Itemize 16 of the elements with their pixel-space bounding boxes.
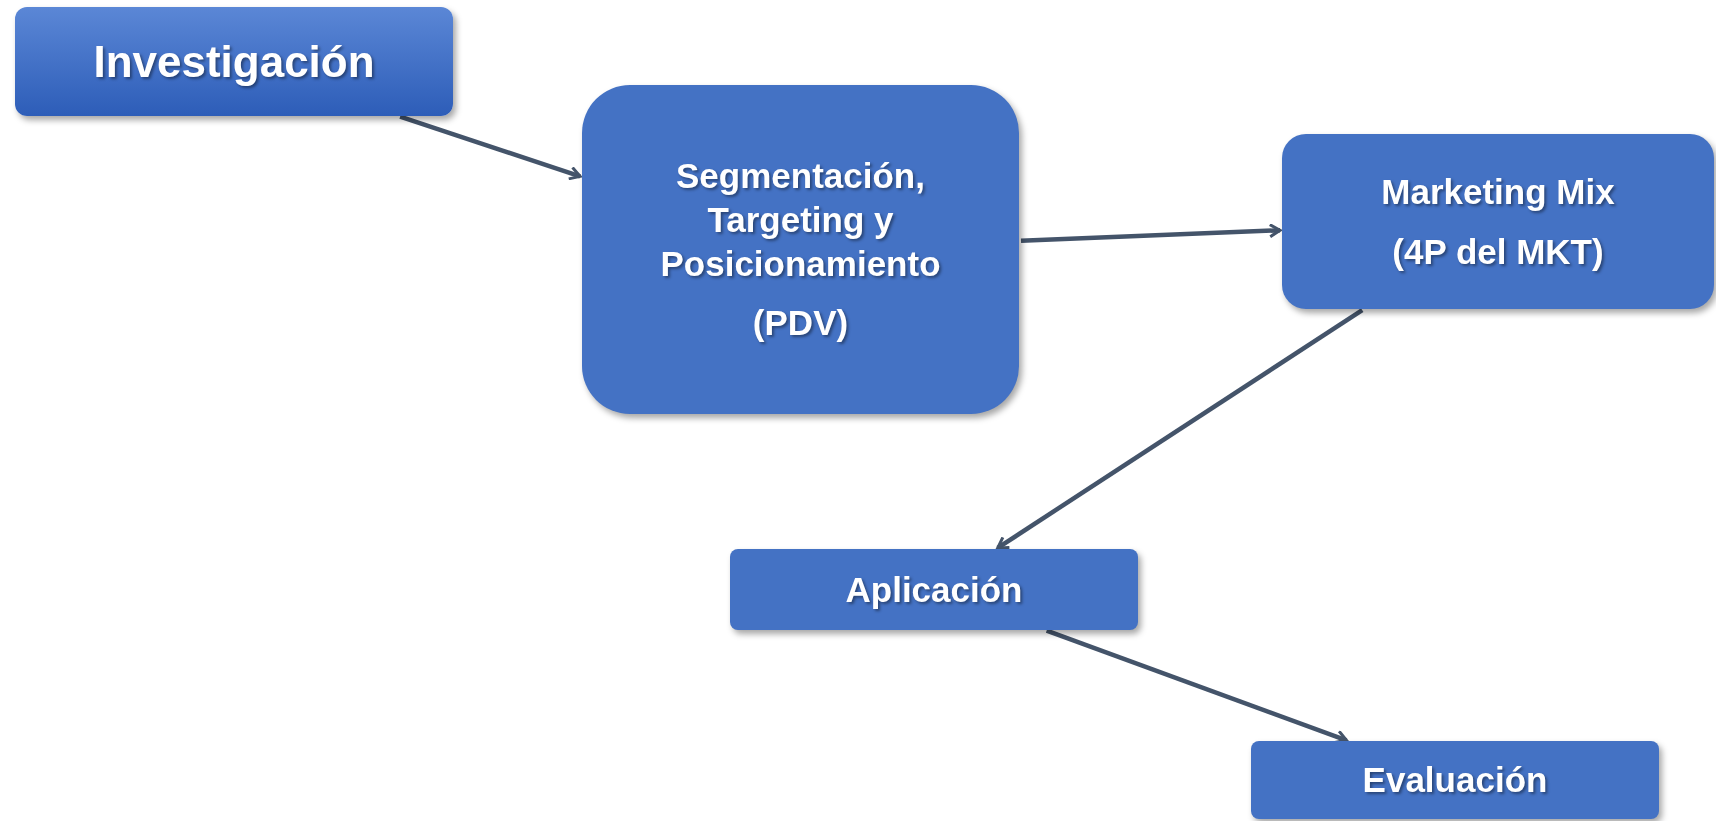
process-box xyxy=(1251,741,1659,819)
process-box xyxy=(1282,134,1714,309)
box-label: Aplicación xyxy=(845,568,1023,611)
arrow xyxy=(399,114,582,181)
arrow xyxy=(1045,628,1348,744)
box-label: (4P del MKT) xyxy=(1392,230,1604,273)
box-label: (PDV) xyxy=(752,302,849,345)
process-box xyxy=(582,85,1019,414)
box-label: Evaluación xyxy=(1362,759,1548,802)
process-box xyxy=(15,7,453,116)
process-box xyxy=(730,549,1138,630)
box-label: Segmentación, Targeting y Posicionamiento xyxy=(659,155,942,285)
arrow xyxy=(1020,223,1282,243)
arrow xyxy=(996,308,1364,550)
box-label: Marketing Mix xyxy=(1381,170,1615,213)
box-label: Investigación xyxy=(93,36,375,88)
